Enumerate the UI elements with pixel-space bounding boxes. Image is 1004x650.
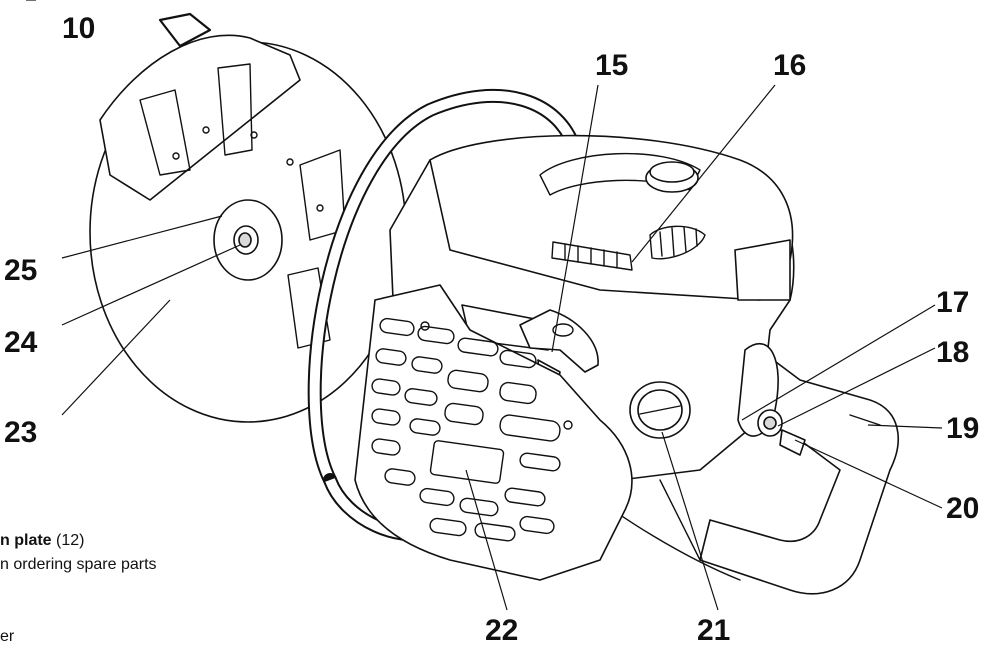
callout-24: 24 <box>4 326 38 359</box>
callout-10: 10 <box>62 12 95 45</box>
front-handle <box>307 89 582 542</box>
leader-lines <box>26 0 943 611</box>
callout-21: 21 <box>697 614 730 647</box>
side-text-line2: n ordering spare parts <box>0 556 157 573</box>
callout-22: 22 <box>485 614 518 647</box>
callout-25: 25 <box>4 254 37 287</box>
control-knob <box>629 381 691 439</box>
callout-16: 16 <box>773 49 806 82</box>
side-text-line3: er <box>0 628 15 645</box>
callout-17: 17 <box>936 286 969 319</box>
rear-handle <box>699 343 899 595</box>
rating-plate-ref: (12) <box>51 532 85 549</box>
callout-18: 18 <box>936 336 969 369</box>
rating-plate-label: n plate <box>0 532 52 549</box>
grille-slots <box>371 317 561 542</box>
callout-23: 23 <box>4 416 37 449</box>
starter-cover <box>354 284 633 581</box>
side-text-line1: n plate (12) <box>0 532 84 550</box>
callout-19: 19 <box>946 412 979 445</box>
cooling-vents <box>551 225 706 271</box>
callout-labels: 10 15 16 17 18 19 20 21 22 23 24 25 <box>4 12 979 647</box>
callout-15: 15 <box>595 49 628 82</box>
callout-20: 20 <box>946 492 979 525</box>
cutting-blade <box>89 12 407 423</box>
